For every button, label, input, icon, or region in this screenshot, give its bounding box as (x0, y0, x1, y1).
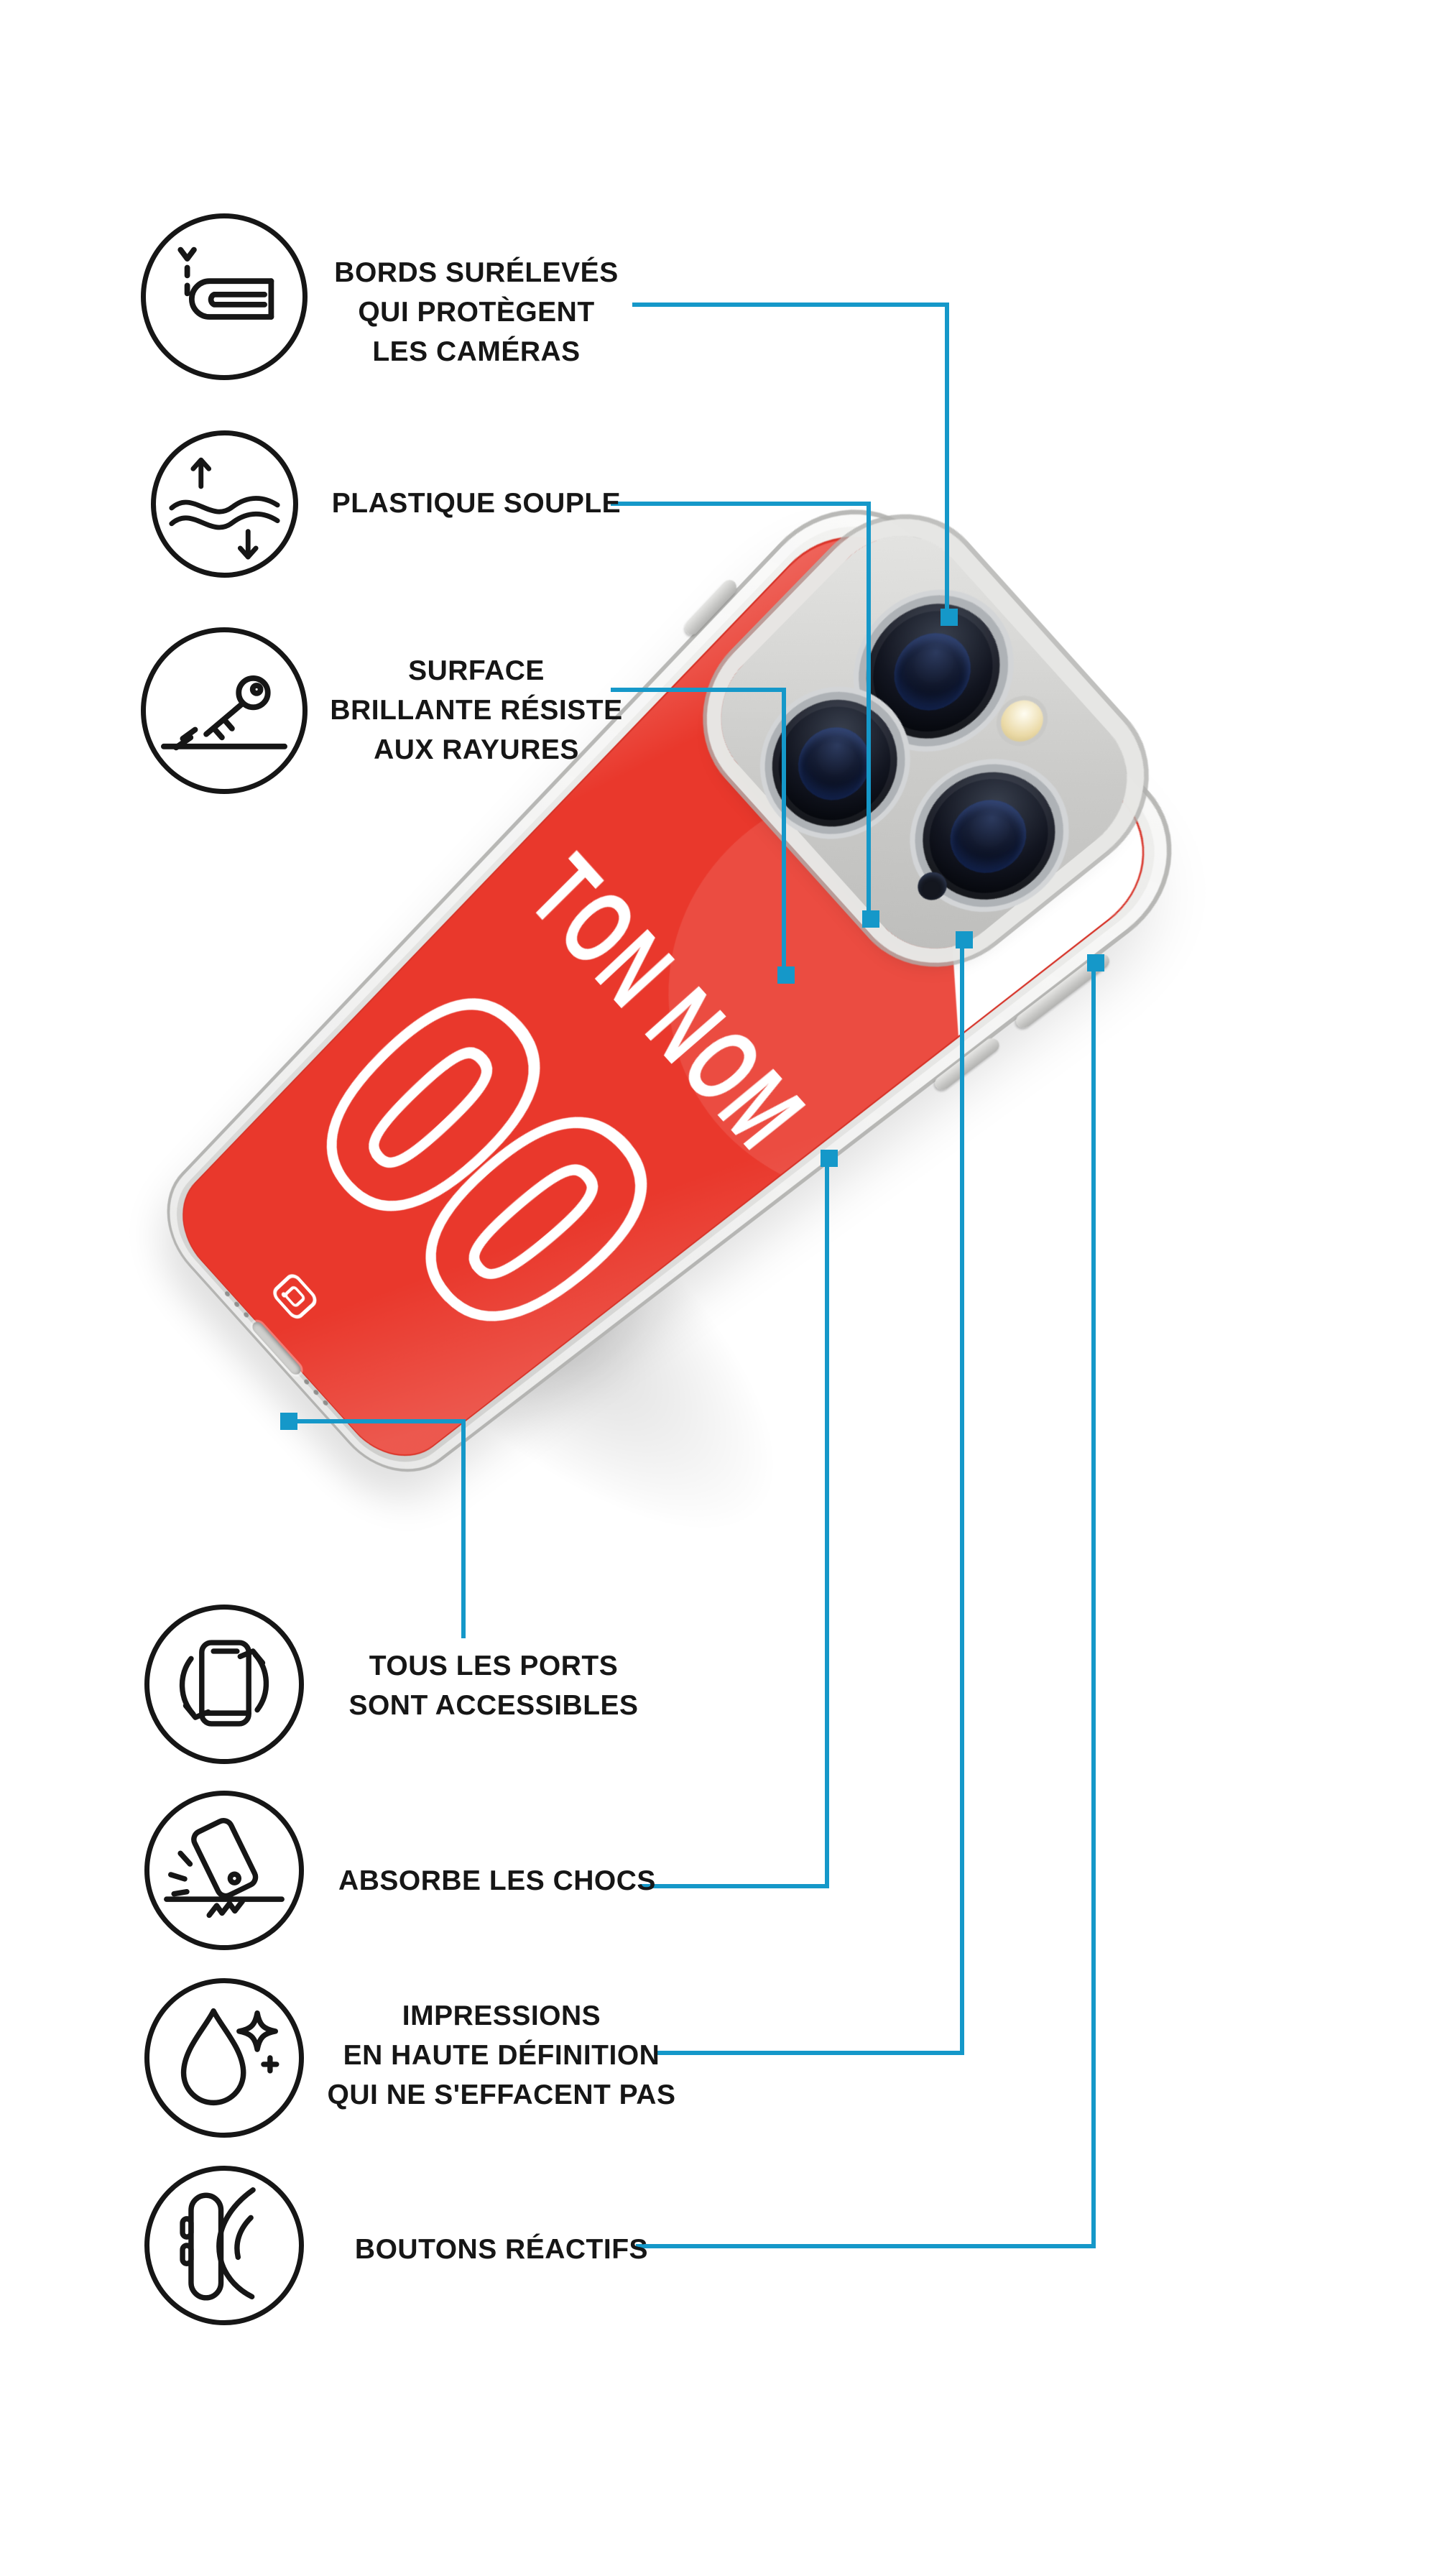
label-line: BOUTONS RÉACTIFS (286, 2230, 717, 2269)
connector-dot (821, 1150, 838, 1167)
feature-label-scratch-resistant: SURFACE BRILLANTE RÉSISTE AUX RAYURES (261, 651, 692, 770)
speaker-hole (303, 1378, 310, 1385)
label-line: ABSORBE LES CHOCS (282, 1861, 713, 1901)
connector-dot (1087, 954, 1104, 971)
label-line: BORDS SURÉLEVÉS (261, 253, 692, 292)
label-line: SONT ACCESSIBLES (278, 1686, 709, 1725)
label-line: QUI NE S'EFFACENT PAS (286, 2075, 717, 2115)
label-line: EN HAUTE DÉFINITION (286, 2036, 717, 2075)
label-line: QUI PROTÈGENT (261, 292, 692, 332)
camera-flash (992, 692, 1052, 750)
brand-logo (269, 1270, 320, 1322)
feature-label-hd-print: IMPRESSIONS EN HAUTE DÉFINITION QUI NE S… (286, 1996, 717, 2115)
speaker-hole (313, 1389, 320, 1396)
connector-line (461, 1419, 466, 1638)
feature-label-ports-accessible: TOUS LES PORTS SONT ACCESSIBLES (278, 1646, 709, 1725)
label-line: IMPRESSIONS (286, 1996, 717, 2036)
feature-label-raised-edges: BORDS SURÉLEVÉS QUI PROTÈGENT LES CAMÉRA… (261, 253, 692, 371)
connector-line (289, 1419, 466, 1423)
label-line: SURFACE (261, 651, 692, 691)
feature-label-reactive-buttons: BOUTONS RÉACTIFS (286, 2230, 717, 2269)
reactive-buttons-icon (144, 2166, 304, 2325)
connector-line (960, 940, 964, 2055)
feature-label-shock-absorbing: ABSORBE LES CHOCS (282, 1861, 713, 1901)
connector-line (782, 688, 786, 975)
connector-dot (941, 609, 958, 626)
speaker-hole (234, 1301, 241, 1308)
label-line: LES CAMÉRAS (261, 332, 692, 371)
speaker-hole (224, 1291, 231, 1298)
shock-absorb-icon (144, 1791, 304, 1950)
label-line: TOUS LES PORTS (278, 1646, 709, 1686)
speaker-hole (243, 1311, 250, 1319)
speaker-hole (322, 1399, 329, 1406)
label-line: BRILLANTE RÉSISTE (261, 691, 692, 730)
connector-dot (862, 910, 879, 928)
connector-dot (956, 931, 973, 948)
connector-dot (777, 966, 795, 984)
connector-line (825, 1158, 829, 1888)
label-line: AUX RAYURES (261, 730, 692, 770)
connector-line (945, 303, 949, 617)
label-line: PLASTIQUE SOUPLE (261, 484, 692, 523)
feature-label-flexible-plastic: PLASTIQUE SOUPLE (261, 484, 692, 523)
connector-line (1091, 963, 1096, 2248)
hd-print-icon (144, 1978, 304, 2138)
connector-line (867, 502, 871, 919)
